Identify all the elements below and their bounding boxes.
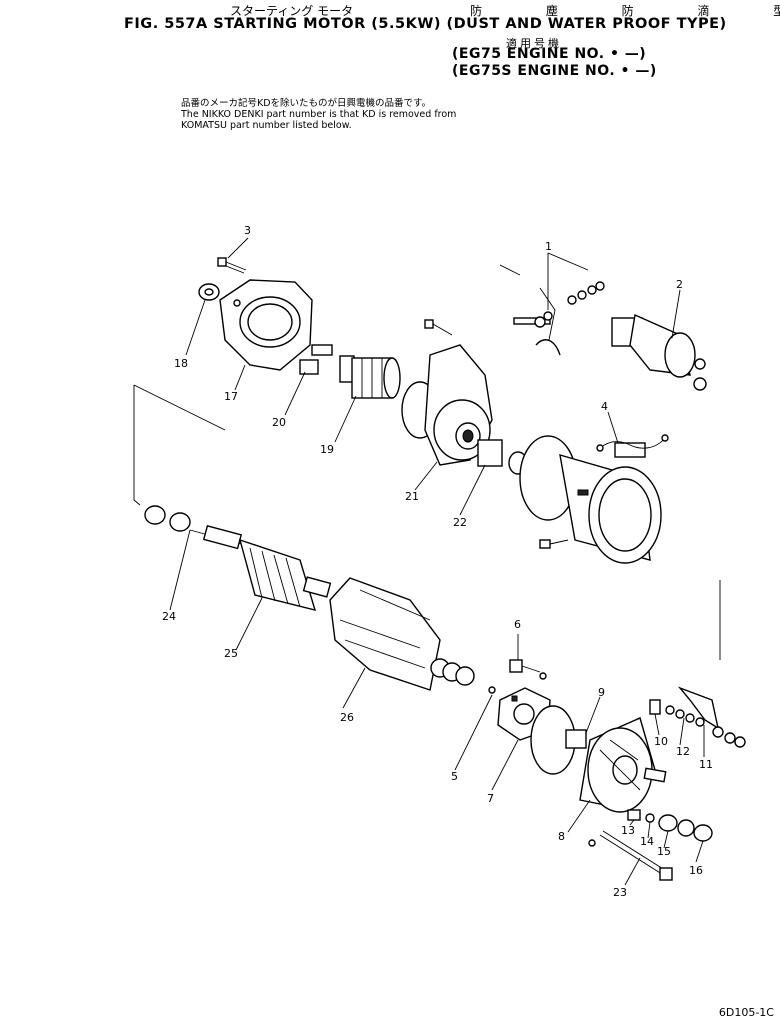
callout-17: 17: [224, 390, 238, 403]
part-1-lever-assembly: [499, 264, 605, 356]
callout-1: 1: [545, 240, 552, 253]
callout-7: 7: [487, 792, 494, 805]
callout-2: 2: [676, 278, 683, 291]
part-21-gear-housing: [424, 319, 493, 466]
parts-10-12-hardware: [649, 686, 746, 748]
callout-20: 20: [272, 416, 286, 429]
callout-6: 6: [514, 618, 521, 631]
callout-15: 15: [657, 845, 671, 858]
japanese-type: 防 塵 防 滴 型: [470, 4, 780, 18]
callout-12: 12: [676, 745, 690, 758]
part-3-bolt: [217, 257, 247, 274]
part-4-wire-harness: [596, 434, 669, 458]
callout-18: 18: [174, 357, 188, 370]
callout-26: 26: [340, 711, 354, 724]
yoke: [539, 454, 662, 564]
japanese-applicable: 適用号機: [506, 37, 562, 50]
part-6-brush: [509, 659, 547, 680]
note-line-2: KOMATSU part number listed below.: [181, 120, 352, 131]
part-8-rear-bracket: [579, 717, 656, 813]
callout-14: 14: [640, 835, 654, 848]
part-18-bushing: [198, 283, 220, 301]
callout-22: 22: [453, 516, 467, 529]
part-22-bushing: [477, 439, 528, 475]
callout-4: 4: [601, 400, 608, 413]
part-25-armature: [189, 524, 332, 611]
engine-line-2: (EG75S ENGINE NO. • —): [452, 63, 657, 79]
part-2-solenoid: [611, 313, 707, 391]
callout-21: 21: [405, 490, 419, 503]
callout-13: 13: [621, 824, 635, 837]
leader-lines: [169, 237, 705, 886]
reference-code: 6D105-1C: [718, 1006, 774, 1019]
washer-set: [430, 658, 496, 694]
part-20-pin: [299, 344, 333, 375]
callout-19: 19: [320, 443, 334, 456]
part-9-bushing: [530, 705, 587, 775]
note-line-1: The NIKKO DENKI part number is that KD i…: [181, 109, 457, 120]
part-23-through-bolt: [588, 830, 673, 881]
callout-10: 10: [654, 735, 668, 748]
guide-line-left: [133, 385, 141, 506]
callout-8: 8: [558, 830, 565, 843]
part-26-field-coil: [329, 577, 441, 691]
callout-3: 3: [244, 224, 251, 237]
part-17-front-bracket: [219, 279, 313, 371]
callout-23: 23: [613, 886, 627, 899]
figure-title: FIG. 557A STARTING MOTOR (5.5KW) (DUST A…: [124, 16, 727, 32]
callout-11: 11: [699, 758, 713, 771]
callout-5: 5: [451, 770, 458, 783]
part-24-washers: [144, 505, 191, 532]
part-19-pinion-clutch: [339, 355, 401, 399]
parts-13-16-hardware: [627, 767, 713, 842]
japanese-note: 品番のメーカ記号KDを除いたものが日興電機の品番です。: [181, 98, 432, 109]
japanese-title: スターティング モータ: [230, 4, 354, 18]
callout-16: 16: [689, 864, 703, 877]
callout-25: 25: [224, 647, 238, 660]
engine-line-1: (EG75 ENGINE NO. • —): [452, 46, 647, 62]
callout-9: 9: [598, 686, 605, 699]
callout-24: 24: [162, 610, 176, 623]
